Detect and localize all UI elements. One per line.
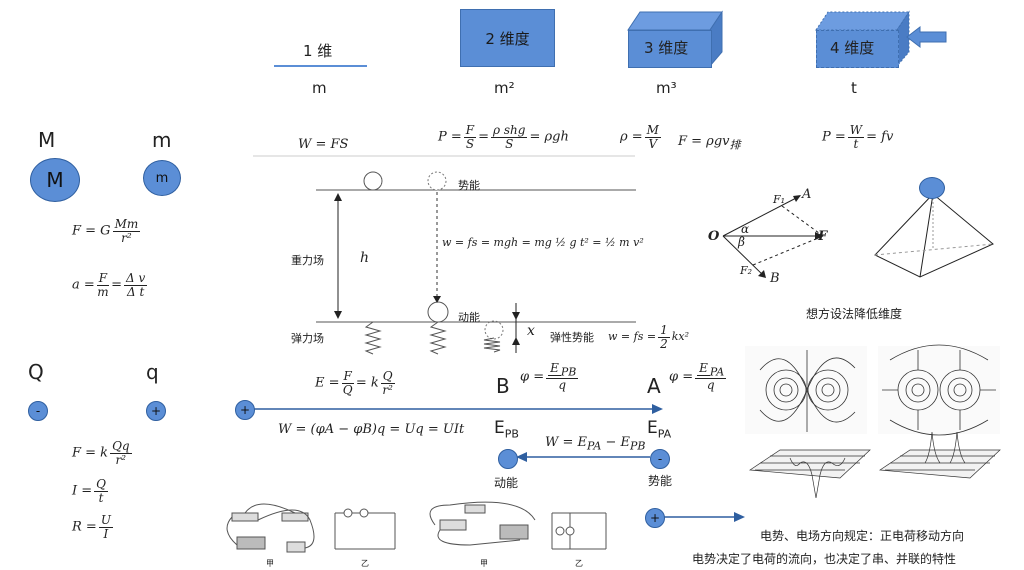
work-formula: W = FS <box>298 137 349 152</box>
reduce-dimension-caption: 想方设法降低维度 <box>806 307 903 321</box>
dim3-cube-front <box>628 30 712 68</box>
dim2-label: 2 维度 <box>485 29 530 48</box>
potential-surface-right <box>878 431 1001 479</box>
electric-work-formula: W = (φA − φB)q = Uq = UIt <box>278 422 465 437</box>
dim2-square: 2 维度 <box>460 9 555 67</box>
potential-surface-left <box>748 449 871 499</box>
point-B: B <box>496 374 510 398</box>
Q-label: Q <box>28 360 44 384</box>
gravity-field-label: 重力场 <box>291 254 324 267</box>
vec-alpha: α <box>741 222 750 236</box>
dim4-cube-top <box>815 11 910 31</box>
dim4-cube-front <box>816 30 899 68</box>
dim1-line <box>274 65 367 67</box>
EPB-label: EPB <box>494 418 519 441</box>
M-ball: M <box>30 158 80 202</box>
elastic-potential-label: 弹性势能 <box>550 331 594 344</box>
circuit-label-yi-right: 乙 <box>575 559 583 568</box>
elastic-field-label: 弹力场 <box>291 332 324 345</box>
kinetic-energy-label: 动能 <box>494 476 519 490</box>
point-A: A <box>647 374 661 398</box>
dim3-label: 3 维度 <box>644 39 689 57</box>
kinetic-label: 动能 <box>458 311 480 324</box>
dim4-arrow <box>906 25 947 49</box>
x-label: x <box>527 323 535 339</box>
pos-charge-bottom: + <box>645 508 665 528</box>
vec-O: O <box>708 229 720 244</box>
neg-charge-start: - <box>650 449 670 469</box>
h-label: h <box>360 250 370 266</box>
circuit-label-yi-left: 乙 <box>361 559 369 568</box>
caption-line-1: 电势、电场方向规定：正电荷移动方向 <box>760 529 965 543</box>
circuit-right <box>429 501 607 550</box>
EPA-label: EPA <box>647 418 672 441</box>
field-image-right <box>878 344 1000 436</box>
circuit-label-jia-right: 甲 <box>480 559 488 568</box>
buoyancy-formula: F = ρgv排 <box>678 134 741 152</box>
vec-A: A <box>802 187 812 202</box>
vec-F2: F₂ <box>740 264 753 277</box>
m-ball: m <box>143 160 181 196</box>
pos-charge: + <box>146 401 166 421</box>
pos-charge-start: + <box>235 400 255 420</box>
dim3-cube-top <box>627 11 723 31</box>
circuit-label-jia-left: 甲 <box>266 559 274 568</box>
neg-charge: - <box>28 401 48 421</box>
caption-line-2: 电势决定了电荷的流向，也决定了串、并联的特性 <box>692 552 957 566</box>
kinetic-charge <box>498 449 518 469</box>
dim1-label: 1 维 <box>303 42 333 60</box>
dim4-label: 4 维度 <box>830 39 875 57</box>
m-label: m <box>152 128 172 152</box>
dim3-unit: m³ <box>656 79 677 97</box>
M-label: M <box>38 128 56 152</box>
dim2-unit: m² <box>494 79 515 97</box>
vec-F1: F₁ <box>773 193 786 206</box>
potential-energy-label: 势能 <box>648 474 673 488</box>
dim4-unit: t <box>851 79 857 97</box>
vec-F: F <box>818 229 828 244</box>
field-image-left <box>745 346 867 434</box>
energy-work-formula: W = EPA − EPB <box>545 435 646 453</box>
vec-B: B <box>770 271 780 286</box>
work-gravity-formula: w = fs = mgh = mg ½ g t² = ½ m v² <box>442 236 644 249</box>
dim1-unit: m <box>312 79 327 97</box>
vec-beta: β <box>738 235 745 249</box>
circuit-left <box>226 503 396 553</box>
potential-label: 势能 <box>458 179 480 192</box>
pyramid-ball <box>919 177 945 199</box>
q-label: q <box>146 360 159 384</box>
